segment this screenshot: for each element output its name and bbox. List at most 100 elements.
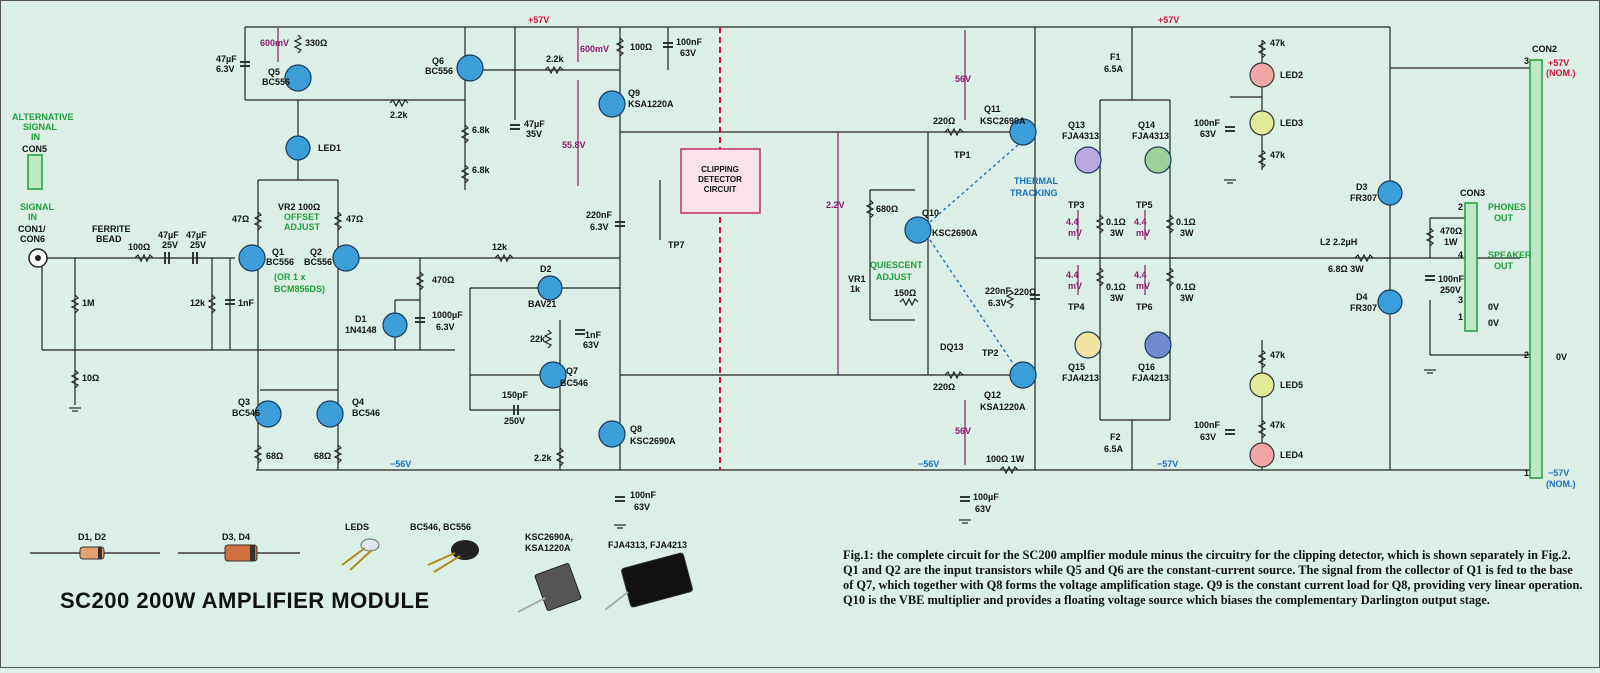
schematic-label: 56V — [955, 426, 971, 436]
schematic-label: 470Ω — [432, 275, 454, 285]
schematic-label: 47k — [1270, 38, 1286, 48]
schematic-label: Q10 — [922, 208, 939, 218]
capacitor-symbols — [164, 42, 1435, 502]
schematic-label: D1, D2 — [78, 532, 106, 542]
schematic-label: LEDS — [345, 522, 369, 532]
schematic-label: 1 — [1458, 312, 1463, 322]
schematic-label: 47k — [1270, 420, 1286, 430]
ground-symbols — [69, 179, 1436, 529]
schematic-label: 63V — [680, 48, 696, 58]
schematic-label: 6.8k — [472, 165, 491, 175]
diode-symbols — [285, 62, 1403, 468]
schematic-label: KSC2690A, — [525, 532, 573, 542]
schematic-label: 680Ω — [876, 204, 898, 214]
schematic-label: D2 — [540, 264, 552, 274]
schematic-label: BAV21 — [528, 299, 556, 309]
schematic-label: TP2 — [982, 348, 999, 358]
schematic-label: VR1 — [848, 274, 866, 284]
to92-body — [451, 540, 479, 560]
schematic-label: 47µF — [186, 230, 207, 240]
schematic-label: 55.8V — [562, 140, 586, 150]
schematic-label: 100nF — [1194, 118, 1221, 128]
sig-in-2: IN — [28, 212, 37, 222]
schematic-label: 47Ω — [232, 214, 249, 224]
schematic-label: 2.2k — [534, 453, 553, 463]
schematic-label: 0.1Ω — [1176, 217, 1196, 227]
transistor-symbols — [238, 54, 1172, 448]
schematic-label: 220Ω — [933, 116, 955, 126]
schematic-label: Q11 — [984, 104, 1001, 114]
schematic-label: 100Ω — [128, 242, 150, 252]
schematic-label: 100nF — [1194, 420, 1221, 430]
schematic-label: 220Ω — [933, 382, 955, 392]
schematic-label: 6.3V — [436, 322, 455, 332]
schematic-label: 6.8k — [472, 125, 491, 135]
schematic-label: Q14 — [1138, 120, 1155, 130]
schematic-label: 150Ω — [894, 288, 916, 298]
schematic-label: 3W — [1180, 293, 1194, 303]
schematic-label: 250V — [504, 416, 525, 426]
to3p-body — [621, 552, 693, 608]
schematic-label: 4.4 — [1066, 217, 1079, 227]
schematic-label: BCM856DS) — [274, 284, 325, 294]
schematic-label: 47µF — [524, 119, 545, 129]
schematic-label: TP6 — [1136, 302, 1153, 312]
schematic-label: 47Ω — [346, 214, 363, 224]
schematic-label: CON2 — [1532, 44, 1557, 54]
schematic-label: OFFSET — [284, 212, 320, 222]
schematic-label: VR2 100Ω — [278, 202, 320, 212]
schematic-label: 1nF — [238, 298, 255, 308]
schematic-label: Q7 — [566, 366, 578, 376]
schematic-label: ADJUST — [284, 222, 321, 232]
schematic-label: FJA4313 — [1062, 131, 1099, 141]
schematic-label: 3 — [1524, 56, 1529, 66]
voltage-arrows — [277, 28, 1146, 465]
schematic-label: 220Ω — [1014, 287, 1036, 297]
schematic-label: Q9 — [628, 88, 640, 98]
schematic-label: 6.3V — [988, 298, 1007, 308]
schematic-label: 10Ω — [82, 373, 99, 383]
clip-label-2: DETECTOR — [698, 175, 742, 184]
schematic-label: 1nF — [585, 330, 602, 340]
con5-label: CON5 — [22, 144, 47, 154]
schematic-label: 63V — [1200, 129, 1216, 139]
schematic-label: BC546 — [352, 408, 380, 418]
schematic-label: BC556 — [304, 257, 332, 267]
schematic-label: 47µF — [216, 54, 237, 64]
schematic-label: 1W — [1444, 237, 1458, 247]
schematic-label: 0.1Ω — [1176, 282, 1196, 292]
schematic-label: TP1 — [954, 150, 971, 160]
schematic-label: LED3 — [1280, 118, 1303, 128]
wiring-left — [41, 27, 1010, 470]
schematic-label: 4.4 — [1134, 270, 1147, 280]
schematic-label: 68Ω — [266, 451, 283, 461]
schematic-label: 56V — [955, 74, 971, 84]
schematic-label: KSA1220A — [628, 99, 674, 109]
wiring-right — [869, 27, 1535, 471]
schematic-label: 100Ω 1W — [986, 454, 1025, 464]
schematic-label: 63V — [975, 504, 991, 514]
clip-label-3: CIRCUIT — [704, 185, 737, 194]
clip-label-1: CLIPPING — [701, 165, 739, 174]
schematic-label: LED5 — [1280, 380, 1303, 390]
schematic-label: 2.2V — [826, 200, 845, 210]
schematic-label: TP4 — [1068, 302, 1085, 312]
schematic-label: 220nF — [985, 286, 1012, 296]
schematic-label: F1 — [1110, 52, 1121, 62]
schematic-label: 63V — [583, 340, 599, 350]
schematic-label: FJA4213 — [1062, 373, 1099, 383]
schematic-label: 0V — [1556, 352, 1567, 362]
schematic-label: 47k — [1270, 350, 1286, 360]
schematic-label: LED2 — [1280, 70, 1303, 80]
schematic-label: 12k — [492, 242, 508, 252]
rail-label-pos-left: +57V — [528, 15, 549, 25]
schematic-label: (OR 1 x — [274, 272, 306, 282]
schematic-label: 600mV — [260, 38, 289, 48]
resistors — [70, 34, 1435, 475]
schematic-label: TP7 — [668, 240, 685, 250]
schematic-label: Q13 — [1068, 120, 1085, 130]
schematic-label: 0V — [1488, 302, 1499, 312]
text-labels: ALTERNATIVE SIGNAL IN CON5 SIGNAL IN CON… — [12, 37, 1576, 514]
schematic-label: Q2 — [310, 247, 322, 257]
